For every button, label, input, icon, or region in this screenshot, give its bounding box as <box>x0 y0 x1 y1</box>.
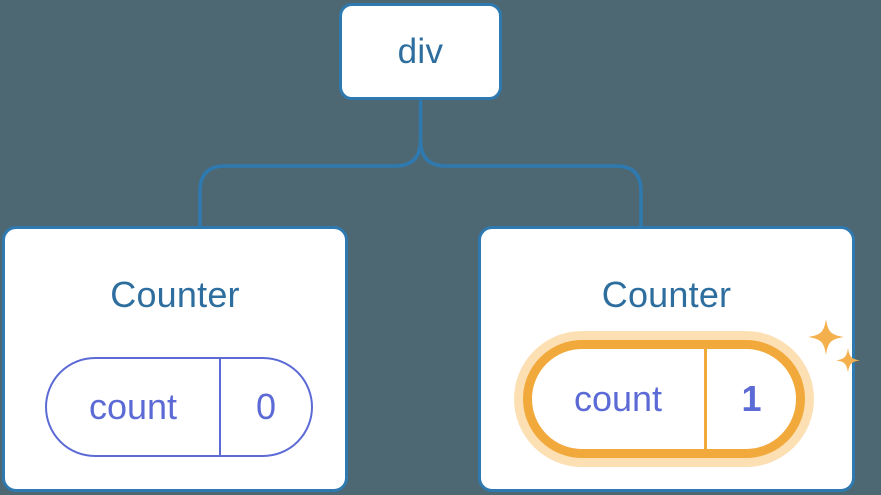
state-pill-left-wrapper: count 0 <box>45 357 313 457</box>
node-counter-left[interactable]: Counter count 0 <box>2 226 348 492</box>
node-counter-right[interactable]: Counter count 1 <box>478 226 860 492</box>
state-pill-right-key: count <box>573 378 663 419</box>
state-pill-left-key-cell: count <box>47 359 219 455</box>
state-pill-left-value: 0 <box>255 386 277 427</box>
node-counter-right-title: Counter <box>601 274 732 315</box>
state-pill-right-wrapper: count 1 <box>523 340 805 458</box>
state-pill-left-key: count <box>88 386 178 427</box>
state-pill-right[interactable]: count 1 <box>523 340 805 458</box>
state-pill-right-value-cell: 1 <box>704 349 796 449</box>
node-counter-left-title: Counter <box>110 274 240 315</box>
state-pill-left-value-cell: 0 <box>219 359 311 455</box>
state-pill-left[interactable]: count 0 <box>45 357 313 457</box>
node-root-div[interactable]: div <box>339 3 502 100</box>
state-pill-right-key-cell: count <box>532 349 704 449</box>
state-pill-right-value: 1 <box>741 378 762 419</box>
node-root-label: div <box>397 32 444 71</box>
sparkles-icon <box>808 319 860 373</box>
